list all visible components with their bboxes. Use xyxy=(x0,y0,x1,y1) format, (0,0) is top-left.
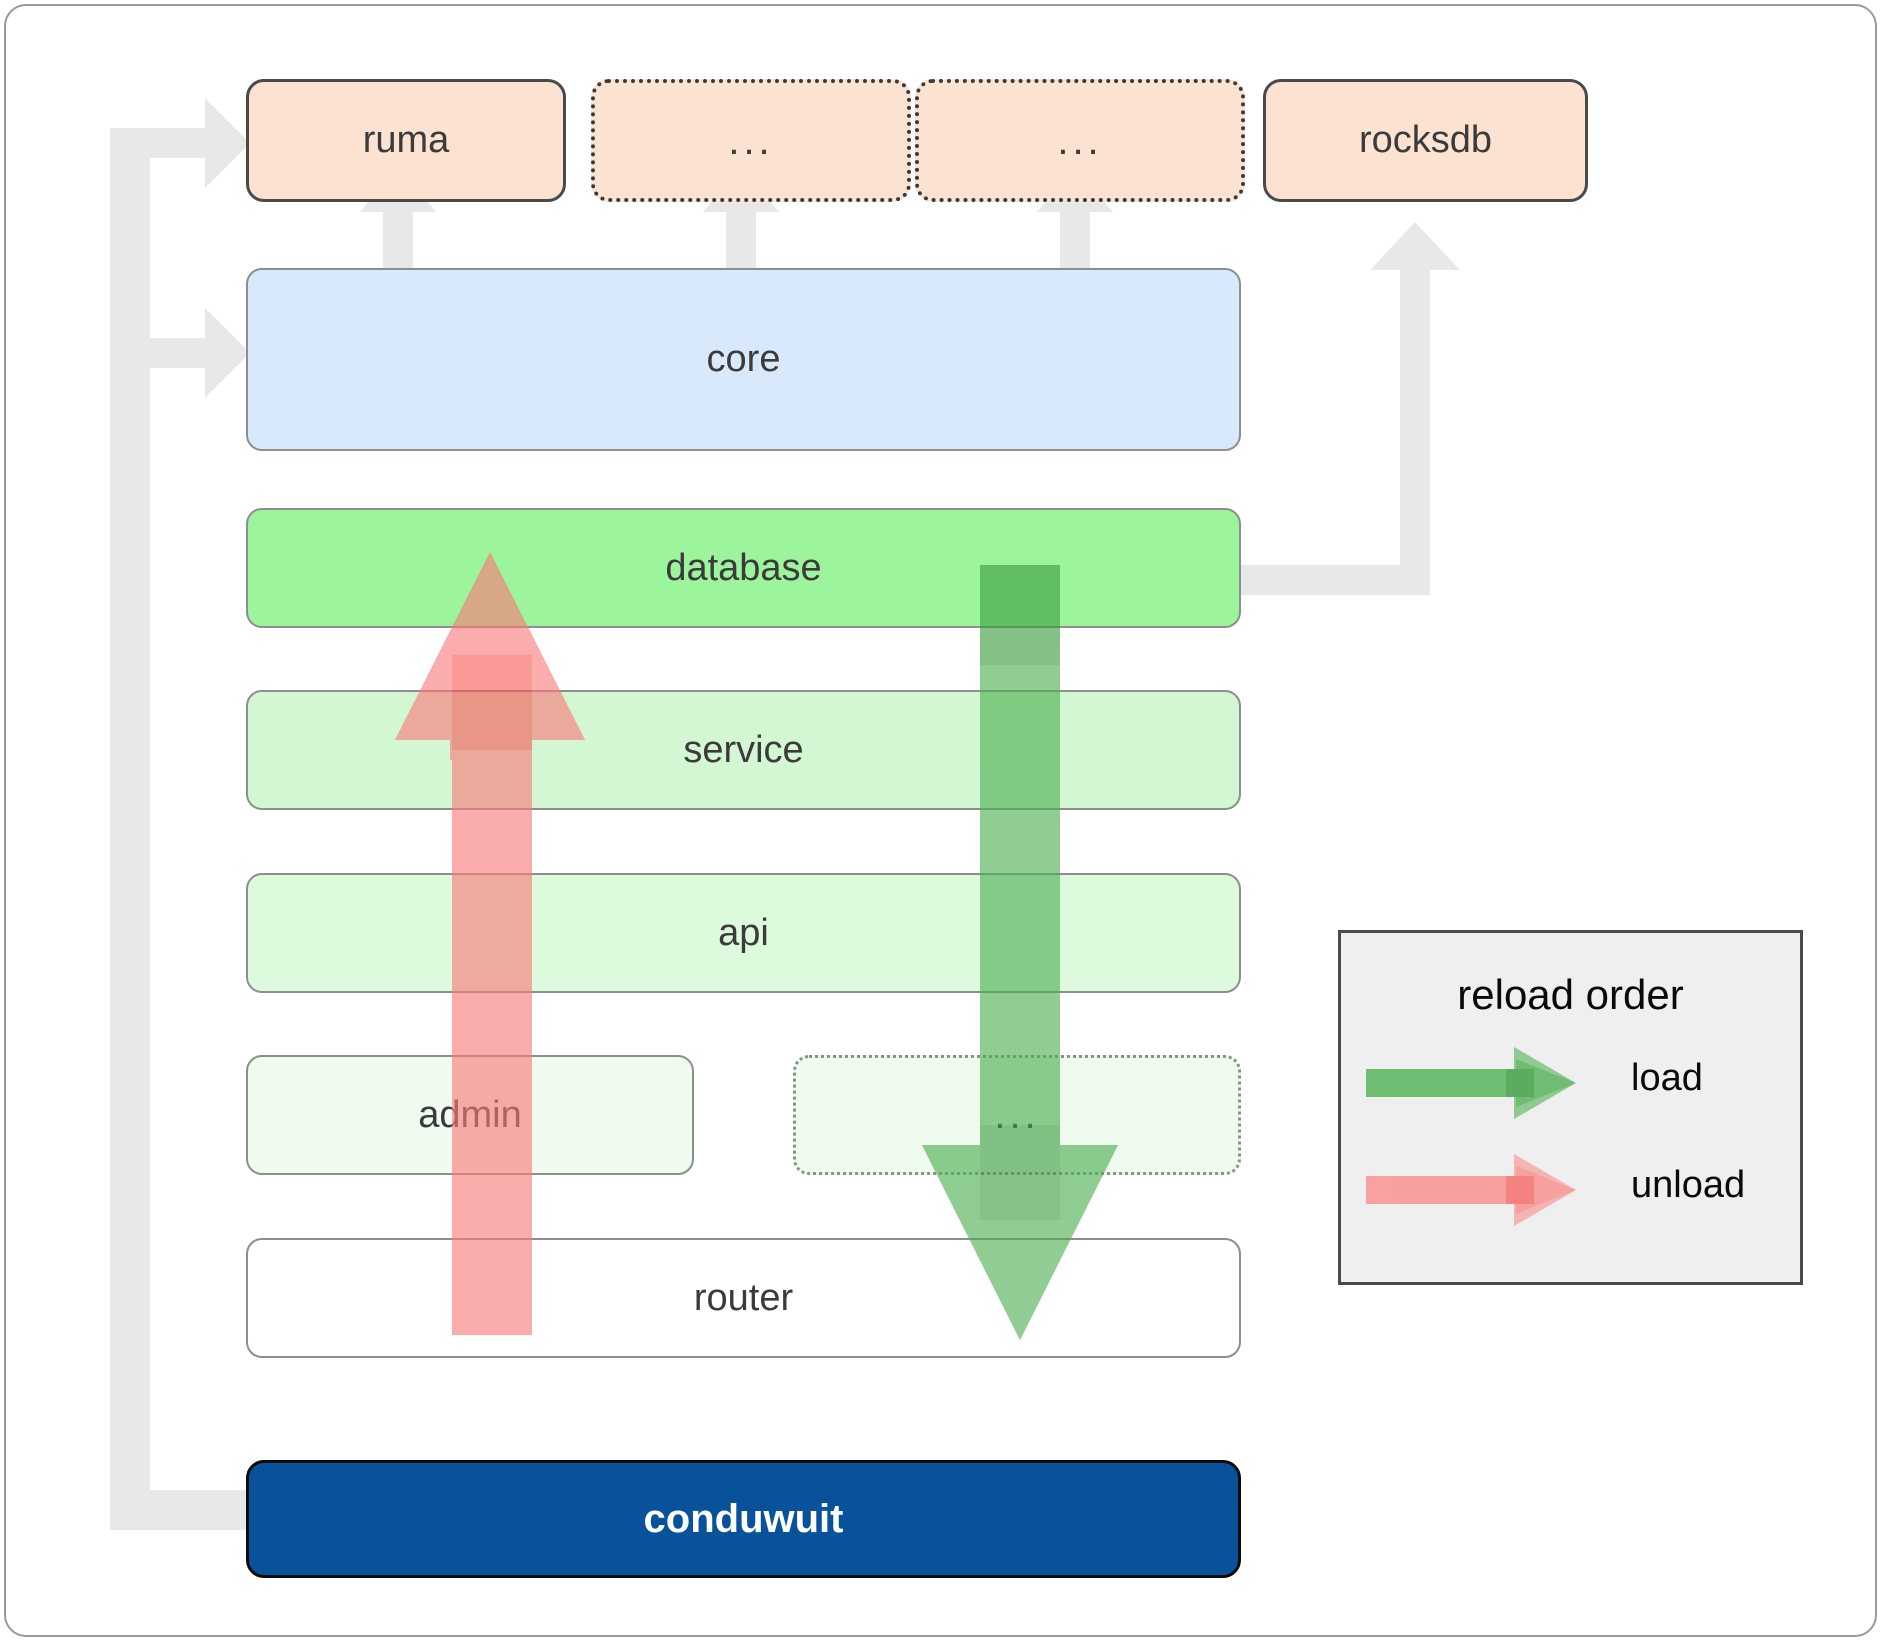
binary-label: conduwuit xyxy=(643,1496,844,1541)
diagram-frame xyxy=(4,4,1877,1637)
legend-panel: reload order load unload xyxy=(1338,930,1803,1285)
layer-box-router[interactable]: router xyxy=(246,1238,1241,1358)
dependency-label: ... xyxy=(1057,118,1103,163)
layer-label: core xyxy=(706,338,781,380)
layer-box-database[interactable]: database xyxy=(246,508,1241,628)
legend-load-label: load xyxy=(1631,1057,1703,1099)
layer-label: service xyxy=(683,728,804,771)
layer-label: router xyxy=(693,1276,794,1319)
layer-label: admin xyxy=(418,1093,522,1136)
layer-box-api[interactable]: api xyxy=(246,873,1241,993)
layer-label: ... xyxy=(994,1093,1040,1137)
layer-label: api xyxy=(718,911,769,954)
layer-box-core[interactable]: core xyxy=(246,268,1241,451)
legend-unload-arrow-icon xyxy=(1366,1154,1576,1226)
dependency-box-more-2[interactable]: ... xyxy=(915,79,1245,202)
dependency-box-ruma[interactable]: ruma xyxy=(246,79,566,202)
layer-box-admin[interactable]: admin xyxy=(246,1055,694,1175)
legend-unload-label: unload xyxy=(1631,1164,1746,1206)
layer-box-more[interactable]: ... xyxy=(793,1055,1241,1175)
legend-load-arrow-icon xyxy=(1366,1047,1576,1119)
binary-box-conduwuit[interactable]: conduwuit xyxy=(246,1460,1241,1578)
layer-box-service[interactable]: service xyxy=(246,690,1241,810)
legend-title: reload order xyxy=(1457,971,1684,1018)
dependency-box-more-1[interactable]: ... xyxy=(591,79,911,202)
dependency-label: ruma xyxy=(362,119,450,161)
dependency-box-rocksdb[interactable]: rocksdb xyxy=(1263,79,1588,202)
layer-label: database xyxy=(665,546,822,589)
dependency-label: rocksdb xyxy=(1358,119,1493,161)
dependency-label: ... xyxy=(728,118,774,163)
